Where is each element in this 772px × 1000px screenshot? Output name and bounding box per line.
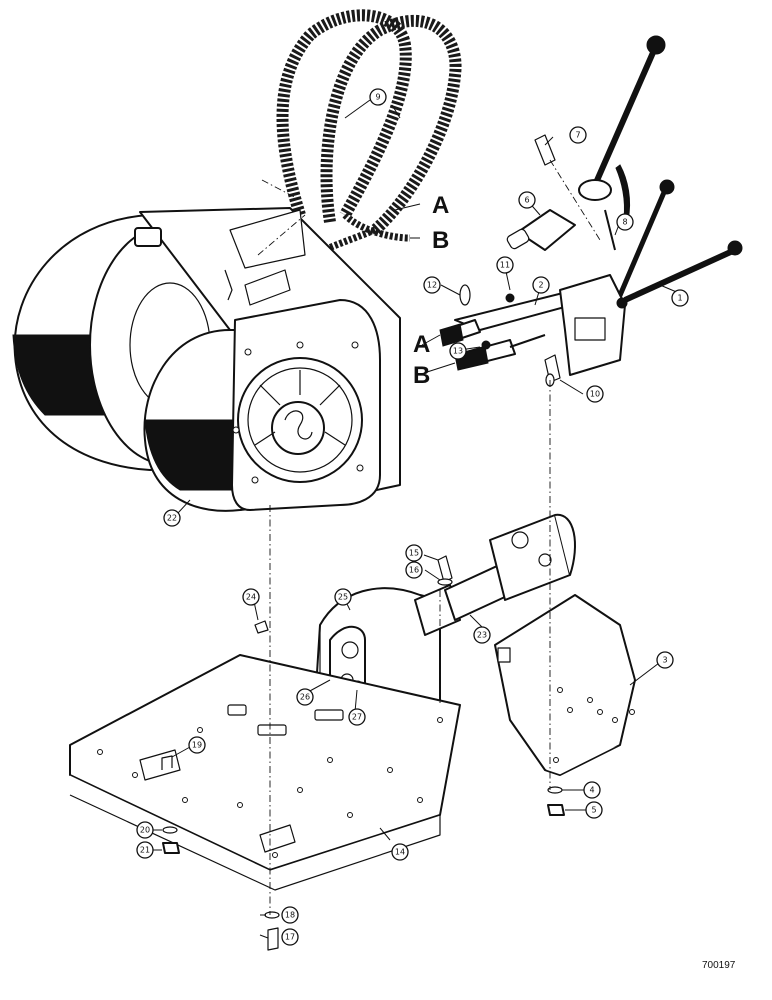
svg-text:1: 1 <box>677 294 682 303</box>
callout-5: 5 <box>585 801 603 819</box>
control-cables <box>276 9 462 266</box>
svg-text:22: 22 <box>167 514 177 523</box>
control-lever-assembly <box>439 35 743 387</box>
callout-17: 17 <box>281 928 299 946</box>
svg-text:12: 12 <box>427 281 437 290</box>
svg-text:27: 27 <box>352 713 362 722</box>
svg-text:18: 18 <box>285 911 295 920</box>
svg-text:4: 4 <box>589 786 594 795</box>
callout-6: 6 <box>518 191 536 209</box>
letter-b-left: B <box>413 362 430 389</box>
svg-text:26: 26 <box>300 693 310 702</box>
svg-text:19: 19 <box>192 741 202 750</box>
svg-text:21: 21 <box>140 846 150 855</box>
alignment-lines <box>257 179 551 915</box>
svg-text:8: 8 <box>622 218 627 227</box>
callout-10: 10 <box>586 385 604 403</box>
callout-16: 16 <box>405 561 423 579</box>
svg-text:25: 25 <box>338 593 348 602</box>
callout-23: 23 <box>473 626 491 644</box>
base-plate <box>69 654 461 891</box>
letter-a-left: A <box>413 331 430 358</box>
callout-13: 13 <box>449 342 467 360</box>
callout-26: 26 <box>296 688 314 706</box>
callout-12: 12 <box>423 276 441 294</box>
svg-text:9: 9 <box>375 93 380 102</box>
callout-15: 15 <box>405 544 423 562</box>
svg-text:10: 10 <box>590 390 600 399</box>
svg-text:7: 7 <box>575 131 580 140</box>
callout-8: 8 <box>616 213 634 231</box>
letter-b-top: B <box>432 227 449 254</box>
callout-7: 7 <box>569 126 587 144</box>
svg-text:5: 5 <box>591 806 596 815</box>
callout-22: 22 <box>163 509 181 527</box>
mounting-bracket <box>494 594 636 776</box>
callout-18: 18 <box>281 906 299 924</box>
svg-text:3: 3 <box>662 656 667 665</box>
svg-text:24: 24 <box>246 593 256 602</box>
callout-2: 2 <box>532 276 550 294</box>
callout-27: 27 <box>348 708 366 726</box>
callout-1: 1 <box>671 289 689 307</box>
callout-3: 3 <box>656 651 674 669</box>
svg-text:15: 15 <box>409 549 419 558</box>
winch-housing <box>12 207 401 512</box>
callout-20: 20 <box>136 821 154 839</box>
hardware-fasteners <box>162 620 565 951</box>
callout-25: 25 <box>334 588 352 606</box>
callout-11: 11 <box>496 256 514 274</box>
svg-text:23: 23 <box>477 631 487 640</box>
callout-21: 21 <box>136 841 154 859</box>
callout-9: 9 <box>369 88 387 106</box>
figure-number: 700197 <box>702 960 736 971</box>
callout-19: 19 <box>188 736 206 754</box>
svg-text:13: 13 <box>453 347 463 356</box>
callout-14: 14 <box>391 843 409 861</box>
callout-4: 4 <box>583 781 601 799</box>
svg-text:6: 6 <box>524 196 529 205</box>
svg-text:14: 14 <box>395 848 405 857</box>
letter-a-top: A <box>432 192 449 219</box>
svg-text:2: 2 <box>538 281 543 290</box>
callout-24: 24 <box>242 588 260 606</box>
svg-text:11: 11 <box>500 261 510 270</box>
svg-text:17: 17 <box>285 933 295 942</box>
svg-text:20: 20 <box>140 826 150 835</box>
svg-text:16: 16 <box>409 566 419 575</box>
